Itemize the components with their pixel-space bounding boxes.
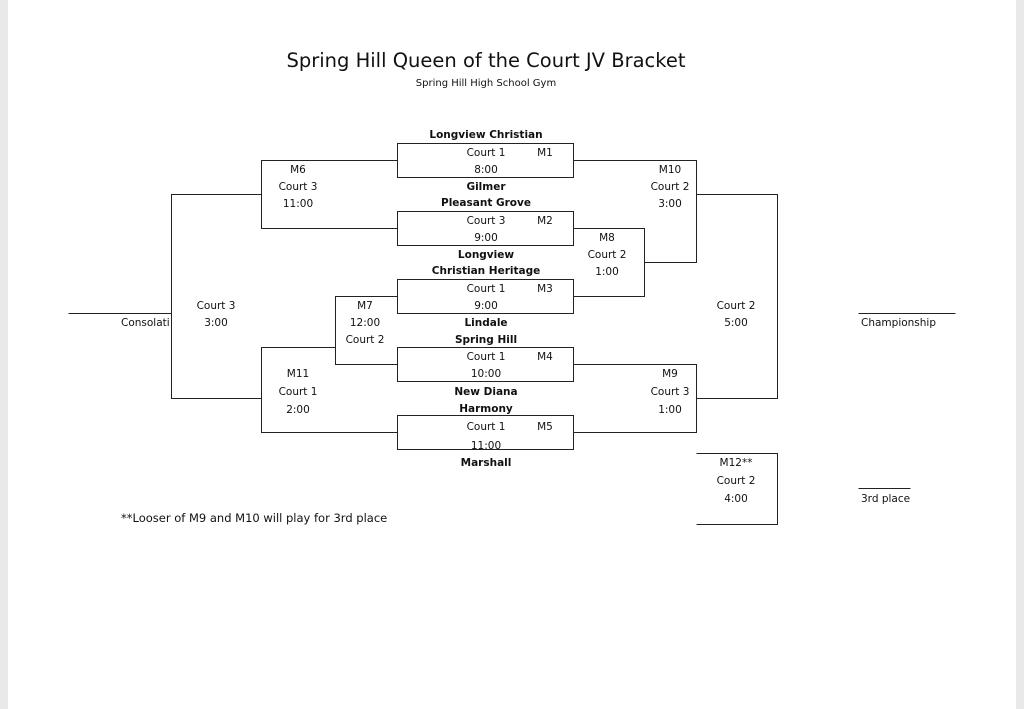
- consolation-time: 3:00: [204, 317, 228, 329]
- m12-time: 4:00: [724, 493, 748, 505]
- team-longview: Longview: [457, 249, 515, 261]
- m1-court: Court 1: [466, 147, 506, 159]
- third-place-label: 3rd place: [861, 493, 911, 505]
- m1-box: [397, 143, 574, 178]
- team-longview-christian: Longview Christian: [429, 129, 543, 141]
- m2-id: M2: [537, 215, 553, 227]
- m2-court: Court 3: [466, 215, 506, 227]
- m10-bracket: [573, 160, 697, 263]
- m11-time: 2:00: [286, 404, 310, 416]
- team-pleasant-grove: Pleasant Grove: [441, 197, 531, 209]
- championship-time: 5:00: [724, 317, 748, 329]
- m5-time: 11:00: [470, 440, 502, 452]
- m5-court: Court 1: [466, 421, 506, 433]
- m7-bracket: [335, 296, 398, 365]
- bracket-sheet: [8, 0, 1016, 709]
- championship-bracket: [696, 194, 778, 399]
- m12-bracket: [696, 453, 778, 525]
- team-spring-hill: Spring Hill: [454, 334, 518, 346]
- m10-id: M10: [658, 164, 682, 176]
- page-title: Spring Hill Queen of the Court JV Bracke…: [286, 49, 686, 72]
- m3-box: [397, 279, 574, 314]
- m3-time: 9:00: [474, 300, 498, 312]
- m9-time: 1:00: [658, 404, 682, 416]
- page-subtitle: Spring Hill High School Gym: [415, 78, 557, 89]
- consolation-court: Court 3: [196, 300, 236, 312]
- m10-time: 3:00: [658, 198, 682, 210]
- m6-bracket: [261, 160, 398, 229]
- m4-court: Court 1: [466, 351, 506, 363]
- m4-box: [397, 347, 574, 382]
- m7-court: Court 2: [345, 334, 385, 346]
- m11-bracket: [261, 347, 398, 433]
- m9-court: Court 3: [650, 386, 690, 398]
- championship-label: Championship: [861, 317, 937, 329]
- m6-id: M6: [290, 164, 306, 176]
- m8-id: M8: [599, 232, 615, 244]
- m8-court: Court 2: [587, 249, 627, 261]
- team-new-diana: New Diana: [454, 386, 518, 398]
- m6-court: Court 3: [278, 181, 318, 193]
- m2-time: 9:00: [474, 232, 498, 244]
- m12-id: M12**: [719, 457, 753, 469]
- m4-id: M4: [537, 351, 553, 363]
- m5-id: M5: [537, 421, 553, 433]
- m12-court: Court 2: [716, 475, 756, 487]
- team-christian-heritage: Christian Heritage: [431, 265, 541, 277]
- consolation-label: Consolati: [121, 317, 170, 329]
- m7-id: M7: [357, 300, 373, 312]
- m4-time: 10:00: [470, 368, 502, 380]
- m11-id: M11: [286, 368, 310, 380]
- m3-court: Court 1: [466, 283, 506, 295]
- consolation-bracket: [171, 194, 262, 399]
- championship-court: Court 2: [716, 300, 756, 312]
- team-lindale: Lindale: [464, 317, 508, 329]
- m5-box: [397, 415, 574, 450]
- m9-id: M9: [662, 368, 678, 380]
- team-harmony: Harmony: [459, 403, 513, 415]
- footnote: **Looser of M9 and M10 will play for 3rd…: [121, 511, 388, 525]
- team-marshall: Marshall: [460, 457, 512, 469]
- m2-box: [397, 211, 574, 246]
- m11-court: Court 1: [278, 386, 318, 398]
- m1-id: M1: [537, 147, 553, 159]
- m7-time: 12:00: [349, 317, 381, 329]
- m6-time: 11:00: [282, 198, 314, 210]
- m1-time: 8:00: [474, 164, 498, 176]
- team-gilmer: Gilmer: [466, 181, 506, 193]
- m8-time: 1:00: [595, 266, 619, 278]
- m10-court: Court 2: [650, 181, 690, 193]
- m3-id: M3: [537, 283, 553, 295]
